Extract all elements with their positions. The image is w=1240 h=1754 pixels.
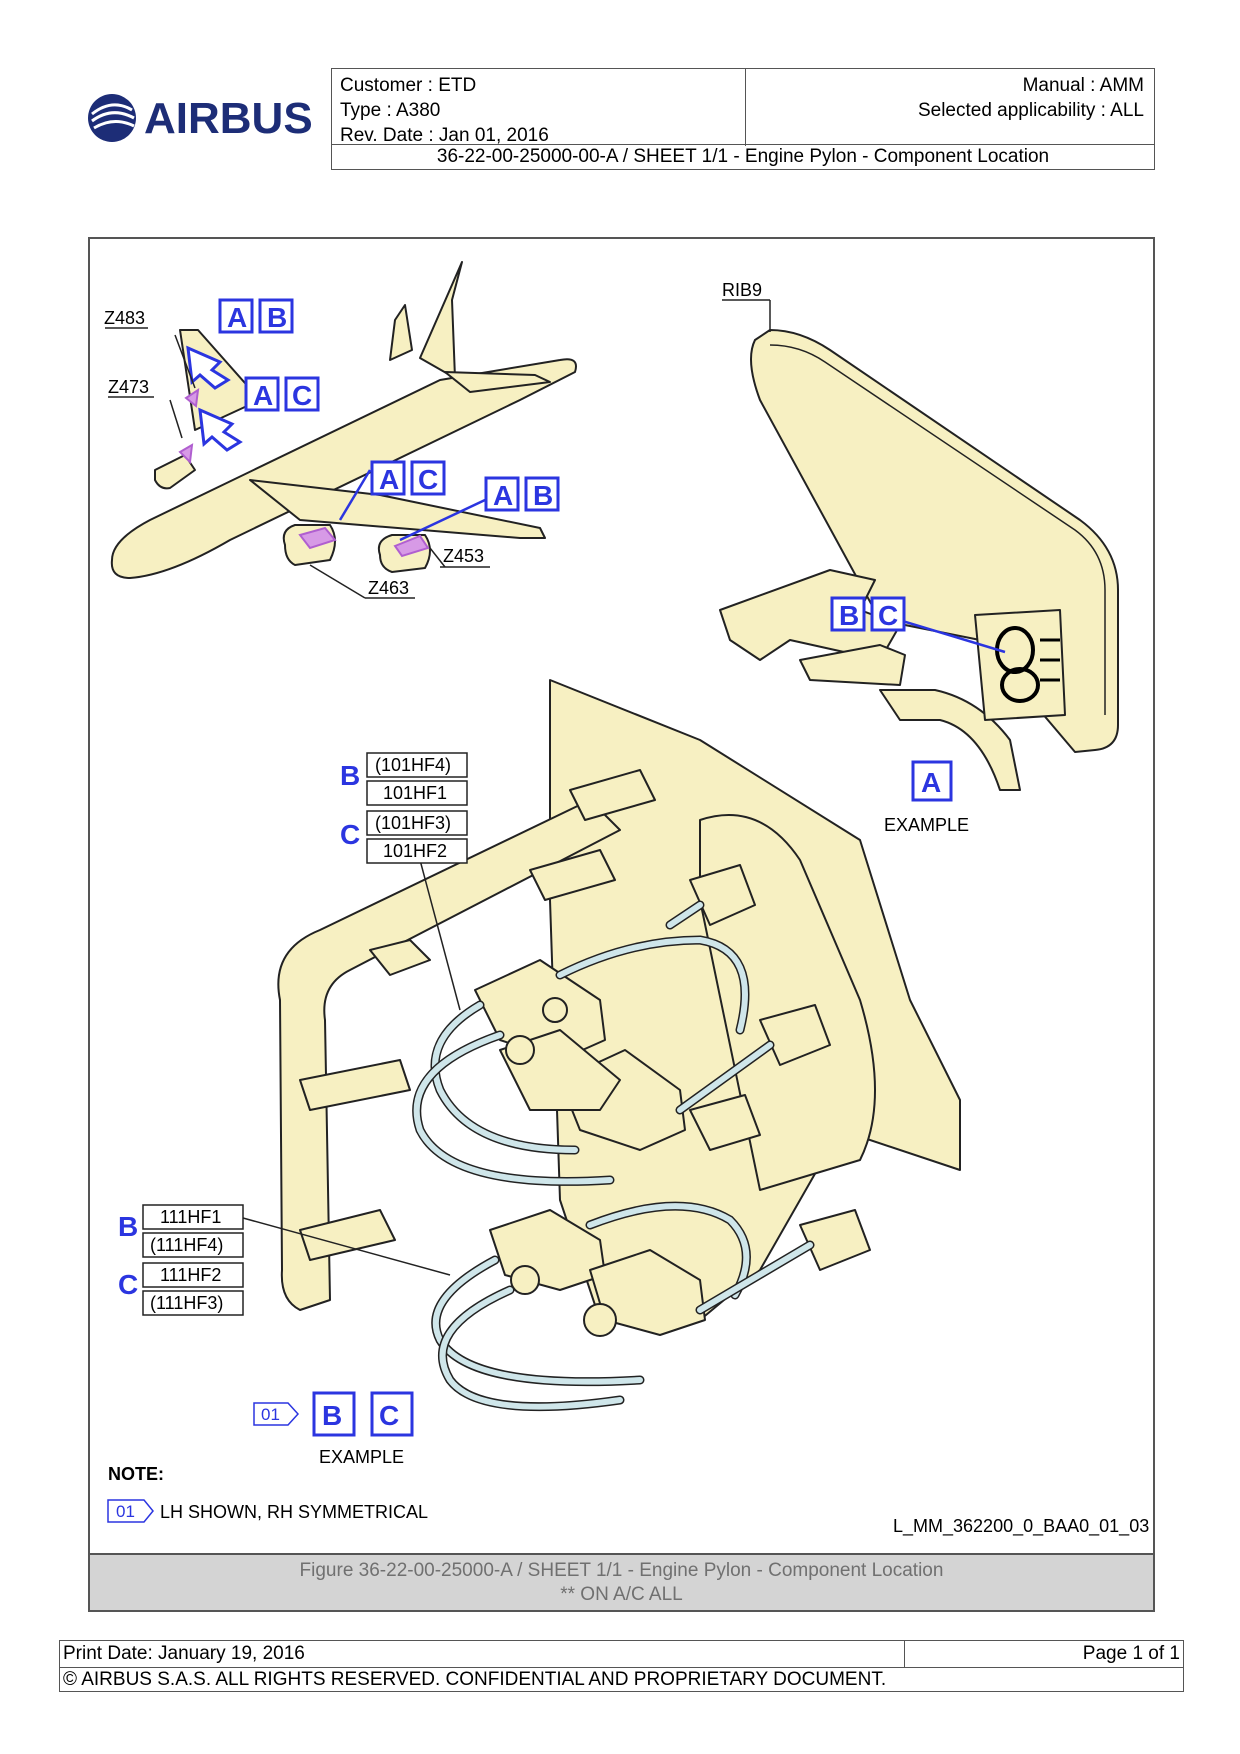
callout-letter: B xyxy=(839,600,859,631)
callout-letter: C xyxy=(418,464,438,495)
note-flag-01-marker: 01 xyxy=(253,1402,300,1426)
print-date: Print Date: January 19, 2016 xyxy=(63,1643,305,1664)
callout-a-c-wing: A C xyxy=(370,460,446,496)
airbus-logo-graphic: AIRBUS xyxy=(88,94,313,143)
aircraft-drawing xyxy=(105,261,577,599)
callout-letter: B xyxy=(267,302,287,333)
figure-caption: Figure 36-22-00-25000-A / SHEET 1/1 - En… xyxy=(88,1553,1155,1612)
zone-label-z453: Z453 xyxy=(443,546,484,566)
lower-label-1: 111HF1 xyxy=(160,1207,221,1227)
logo-wordmark: AIRBUS xyxy=(144,94,313,143)
copyright-notice: © AIRBUS S.A.S. ALL RIGHTS RESERVED. CON… xyxy=(63,1669,887,1690)
page-footer: Print Date: January 19, 2016 Page 1 of 1… xyxy=(59,1640,1184,1692)
note-flag-01: 01 xyxy=(107,1499,154,1523)
zone-label-z473: Z473 xyxy=(108,377,149,397)
callout-letter: A xyxy=(379,464,399,495)
view-letter: C xyxy=(379,1400,399,1431)
figure-caption-applicability: ** ON A/C ALL xyxy=(560,1584,683,1605)
lower-label-3: 111HF2 xyxy=(160,1265,221,1285)
pylon-bracket-drawing xyxy=(242,679,961,1412)
lower-label-4: (111HF3) xyxy=(150,1293,223,1313)
footer-divider xyxy=(904,1641,905,1667)
rev-date-label: Rev. Date : Jan 01, 2016 xyxy=(340,125,549,146)
upper-label-4: 101HF2 xyxy=(383,841,447,861)
manual-label: Manual : AMM xyxy=(1022,75,1144,96)
view-a-caption: EXAMPLE xyxy=(884,815,969,835)
drawing-reference: L_MM_362200_0_BAA0_01_03 xyxy=(893,1516,1149,1537)
view-a-marker: A xyxy=(911,760,953,802)
document-title: 36-22-00-25000-00-A / SHEET 1/1 - Engine… xyxy=(332,144,1154,169)
callout-a-b-wing: A B xyxy=(484,476,560,512)
upper-label-2: 101HF1 xyxy=(383,783,447,803)
rib9-label: RIB9 xyxy=(722,280,762,300)
upper-label-1: (101HF4) xyxy=(375,755,451,775)
type-label: Type : A380 xyxy=(340,100,441,121)
page-number: Page 1 of 1 xyxy=(1082,1643,1180,1664)
upper-harness-labels: B C (101HF4) 101HF1 (101HF3) 101HF2 xyxy=(340,752,468,864)
callout-letter: B xyxy=(533,480,553,511)
zone-label-z463: Z463 xyxy=(368,578,409,598)
upper-label-3: (101HF3) xyxy=(375,813,451,833)
header-right-cell: Manual : AMM Selected applicability : AL… xyxy=(746,69,1154,154)
footer-row: Print Date: January 19, 2016 Page 1 of 1 xyxy=(60,1641,1183,1668)
callout-letter: C xyxy=(292,380,312,411)
lower-c-letter: C xyxy=(118,1269,138,1300)
callout-letter: A xyxy=(253,380,273,411)
note-text: LH SHOWN, RH SYMMETRICAL xyxy=(160,1502,428,1522)
callout-letter: A xyxy=(493,480,513,511)
view-letter: B xyxy=(322,1400,342,1431)
header-left-cell: Customer : ETD Type : A380 Rev. Date : J… xyxy=(332,69,746,146)
flag-number: 01 xyxy=(261,1405,280,1424)
lower-b-letter: B xyxy=(118,1211,138,1242)
upper-c-letter: C xyxy=(340,819,360,850)
zone-label-z483: Z483 xyxy=(104,308,145,328)
figure-caption-title: Figure 36-22-00-25000-A / SHEET 1/1 - En… xyxy=(299,1560,944,1581)
callout-letter: A xyxy=(227,302,247,333)
illustration: .part { fill:#f7f0c2; stroke:#222; strok… xyxy=(104,261,1149,1537)
view-letter: A xyxy=(921,767,941,798)
view-b-c-caption: EXAMPLE xyxy=(319,1447,404,1467)
upper-b-letter: B xyxy=(340,760,360,791)
applicability-label: Selected applicability : ALL xyxy=(917,100,1144,121)
rib9-drawing xyxy=(719,299,1119,791)
callout-a-c-left: A C xyxy=(244,376,320,412)
lower-harness-labels: B C 111HF1 (111HF4) 111HF2 (111HF3) xyxy=(118,1204,244,1316)
callout-letter: C xyxy=(878,600,898,631)
callout-a-b-top: A B xyxy=(218,298,294,334)
document-header: Customer : ETD Type : A380 Rev. Date : J… xyxy=(331,68,1155,170)
lower-label-2: (111HF4) xyxy=(150,1235,223,1255)
customer-label: Customer : ETD xyxy=(340,75,477,96)
callout-b-c-rib: B C xyxy=(830,596,906,632)
view-b-c-marker: B C xyxy=(312,1391,414,1437)
note-heading: NOTE: xyxy=(108,1464,164,1484)
flag-number: 01 xyxy=(116,1502,135,1521)
airbus-logo: AIRBUS xyxy=(84,88,314,148)
